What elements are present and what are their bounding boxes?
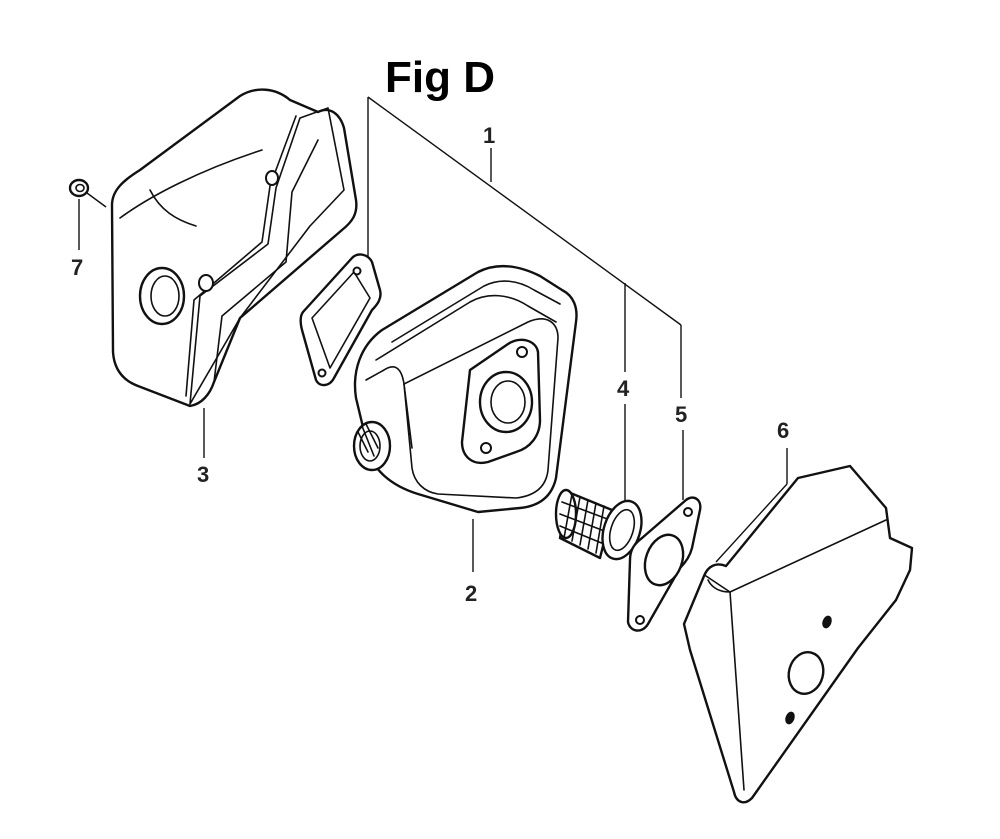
callout-label-5: 5 [675,402,688,427]
figure-title: Fig D [385,53,495,102]
part-4-spark-arrester [554,404,643,561]
callout-label-7: 7 [71,255,84,280]
callout-label-4: 4 [617,376,630,401]
gasket-left [299,253,382,387]
callout-label-1: 1 [483,123,496,148]
callout-label-3: 3 [197,462,210,487]
callout-label-6: 6 [777,418,790,443]
part-7-nut [68,178,107,250]
callout-1-bracket [367,96,682,398]
part-2-muffler [352,265,578,572]
part-6-heat-shield [682,448,914,804]
part-3-protector-cover [110,88,358,458]
callout-label-2: 2 [465,581,478,606]
part-5-gasket [626,430,702,632]
